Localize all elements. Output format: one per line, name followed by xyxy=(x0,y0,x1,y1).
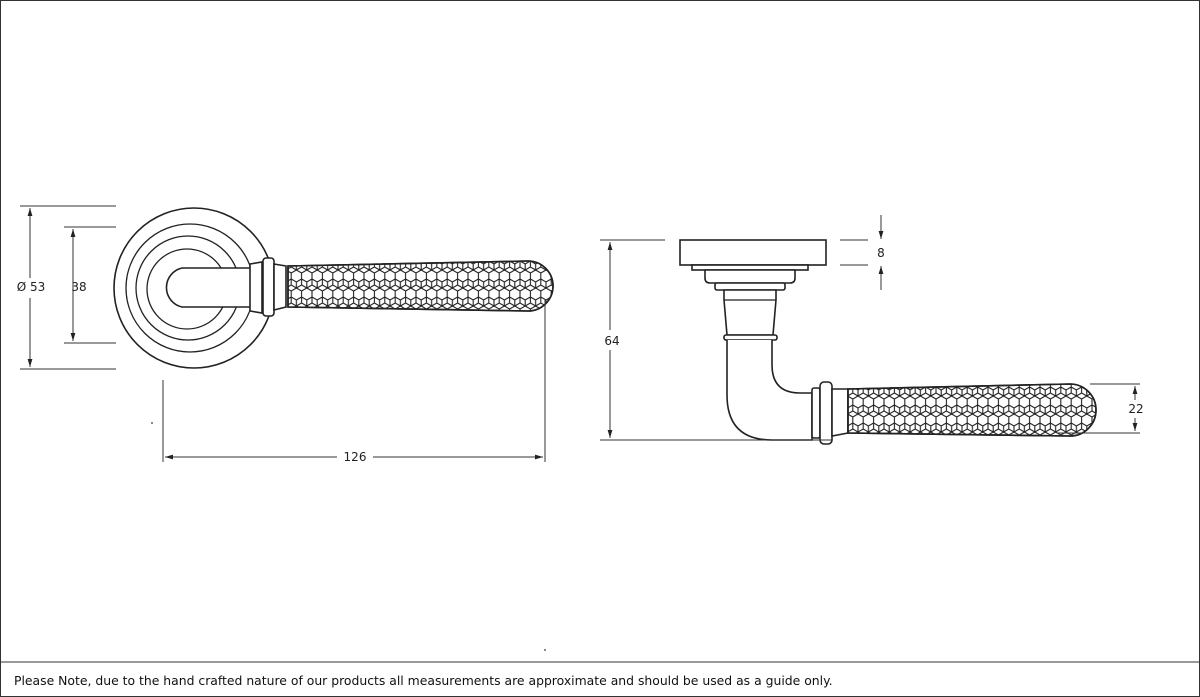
dim-label-height: 64 xyxy=(604,334,619,348)
dimension-projection: 126 xyxy=(162,300,546,464)
dim-label-grip: 22 xyxy=(1128,402,1143,416)
collar xyxy=(262,257,275,317)
dimension-grip: 22 xyxy=(1058,383,1144,434)
front-view xyxy=(113,207,554,424)
dim-label-diameter: Ø 53 xyxy=(17,280,46,294)
side-view xyxy=(544,239,1097,651)
collar-step xyxy=(273,263,287,312)
spindle-neck xyxy=(165,267,250,308)
hammered-texture xyxy=(288,261,553,311)
disclaimer-note: Please Note, due to the hand crafted nat… xyxy=(14,673,833,688)
stem xyxy=(723,289,777,336)
rose-plate xyxy=(679,239,827,266)
dimension-inner: 38 xyxy=(64,226,116,344)
dim-label-rose-thickness: 8 xyxy=(877,246,885,260)
dimension-rose-thickness: 8 xyxy=(840,215,885,290)
dim-label-projection: 126 xyxy=(344,450,367,464)
side-hammered-texture xyxy=(848,384,1096,436)
dim-label-inner: 38 xyxy=(71,280,86,294)
elbow xyxy=(726,340,813,441)
dimension-height: 64 xyxy=(600,239,832,441)
side-collar xyxy=(819,381,833,445)
neck-step xyxy=(249,261,263,314)
dimension-diameter: Ø 53 xyxy=(17,205,116,370)
